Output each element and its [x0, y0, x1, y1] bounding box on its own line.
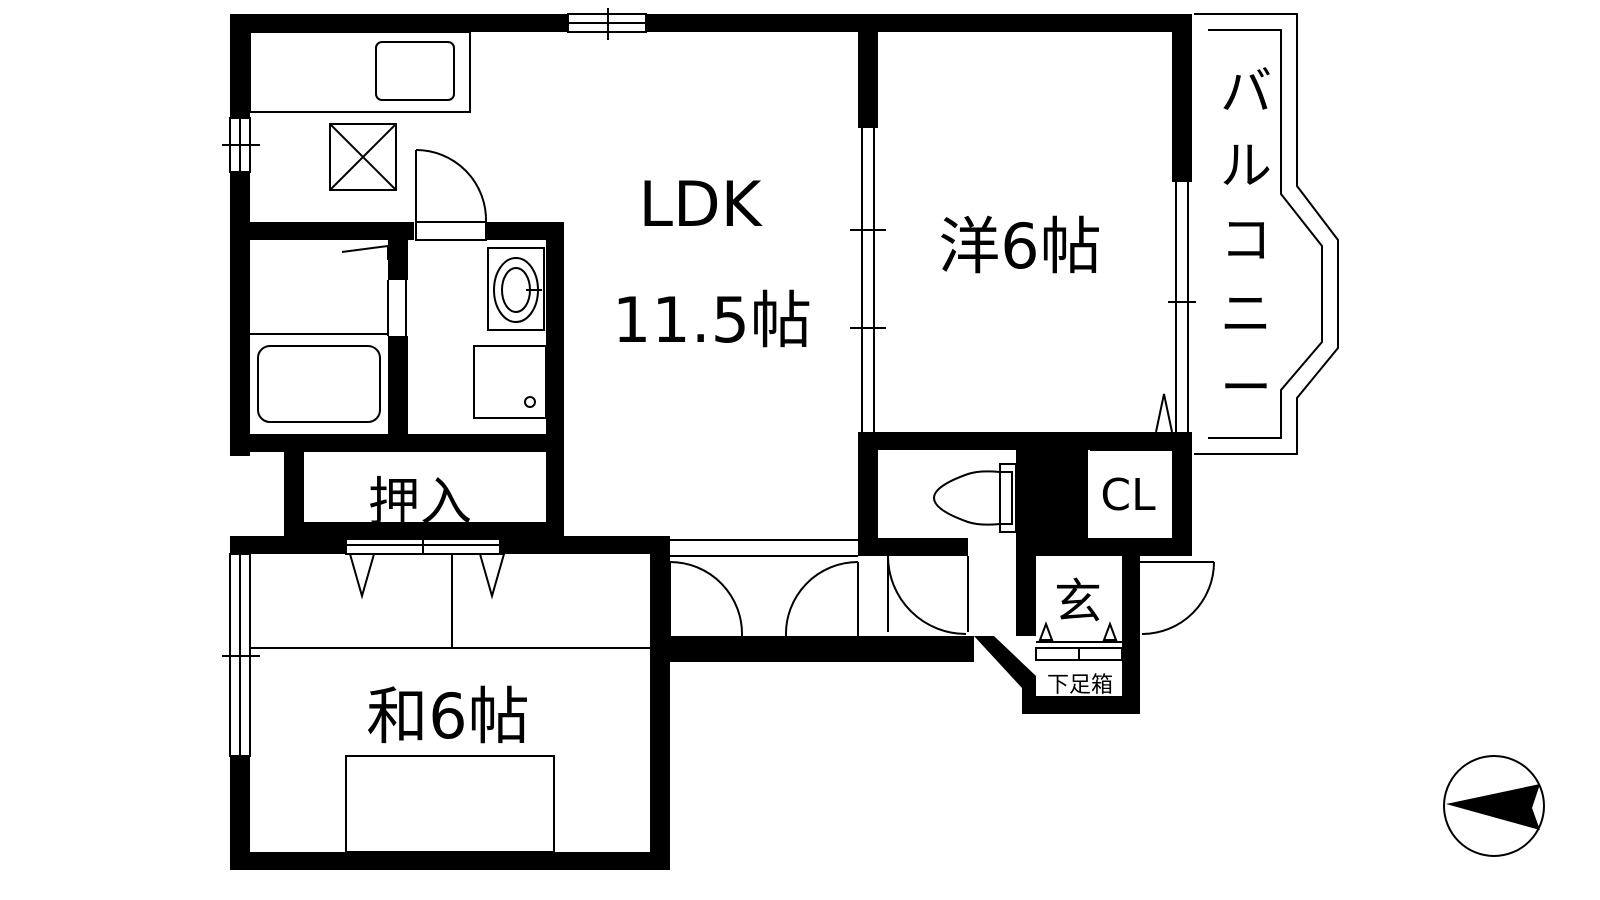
ldk-size: 11.5帖 [612, 284, 812, 357]
shoe-box-label: 下足箱 [1047, 673, 1113, 698]
balcony-char: ニ [1220, 285, 1272, 345]
balcony-char: ル [1220, 137, 1272, 197]
balcony-char: コ [1220, 211, 1272, 271]
japanese-room-label: 和6帖 [366, 680, 529, 753]
ldk-label: LDK [639, 168, 763, 241]
walls [230, 14, 1192, 870]
western-room-label: 洋6帖 [938, 210, 1101, 283]
door-markers [348, 553, 1118, 641]
windows [222, 8, 1196, 757]
north-arrow-icon [1443, 755, 1545, 857]
closet-label: 押入 [368, 473, 472, 533]
balcony-label: バ ル コ ニ ー [1220, 63, 1272, 419]
balcony-char: ー [1220, 359, 1272, 419]
balcony-outline [1194, 13, 1339, 455]
fixtures [249, 31, 1215, 853]
balcony-char: バ [1220, 63, 1272, 123]
cl-label: CL [1100, 470, 1156, 521]
entrance-label: 玄 [1054, 574, 1102, 630]
